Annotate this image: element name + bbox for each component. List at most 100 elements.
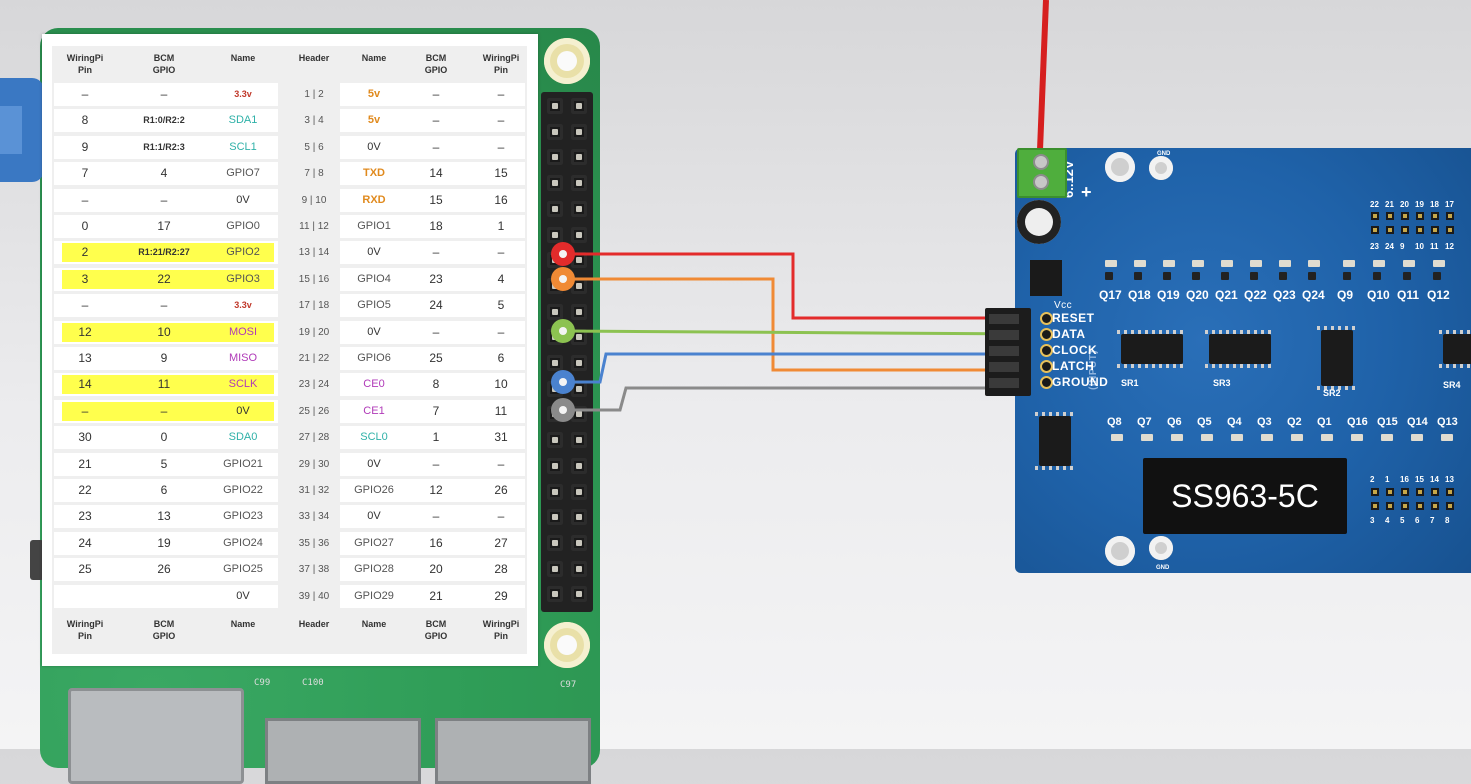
left-name-cell: 3.3v: [234, 300, 252, 311]
voltage-regulator: [1030, 260, 1062, 296]
transistor: [1134, 260, 1146, 267]
left-name-cell: 0V: [236, 404, 250, 417]
pin-number: 6: [1415, 516, 1420, 525]
pin-number: 11: [1430, 242, 1439, 251]
right-name-cell: 0V: [367, 246, 381, 259]
mount-hole: [1105, 536, 1135, 566]
left-bcm-cell: –: [160, 192, 168, 207]
right-name-cell: CE0: [363, 378, 385, 391]
right-wiringpi-cell: –: [497, 87, 505, 101]
row-right-bg: [340, 452, 525, 476]
left-wiringpi-cell: 21: [78, 456, 92, 471]
transistor: [1279, 260, 1291, 267]
screw: [1033, 174, 1049, 190]
right-bcm-cell: –: [432, 509, 440, 524]
header-pin: [1431, 226, 1439, 234]
transistor: [1381, 434, 1393, 441]
header-pin: [1431, 212, 1439, 220]
left-wiringpi-cell: 14: [78, 377, 92, 392]
header-pin: [1401, 226, 1409, 234]
left-name-cell: GPIO25: [223, 563, 263, 576]
q-label: Q19: [1157, 288, 1180, 302]
transistor: [1192, 260, 1204, 267]
transistor: [1279, 272, 1287, 280]
header-pins-cell: 27 | 28: [298, 432, 330, 444]
right-name-cell: SCL0: [360, 431, 388, 444]
row-highlight: [62, 375, 274, 395]
gpio-pin: [547, 355, 563, 371]
gpio-pin: [571, 277, 587, 294]
header-pins-cell: 1 | 2: [304, 89, 324, 100]
left-bcm-cell: R1:21/R2:27: [138, 247, 190, 258]
row-left-bg: [54, 426, 278, 450]
connector-slot: [989, 362, 1019, 372]
header-pins-cell: 39 | 40: [298, 590, 330, 602]
row-left-bg: [54, 531, 278, 555]
left-name-cell: GPIO22: [223, 484, 263, 496]
left-bcm-cell: R1:0/R2:2: [143, 115, 185, 126]
right-wiringpi-cell: –: [497, 245, 505, 260]
blue-plug: [0, 78, 44, 182]
row-highlight: [62, 322, 274, 342]
header-pin: [1371, 226, 1379, 234]
pin-number: 9: [1400, 242, 1405, 251]
row-right-bg: [340, 162, 525, 186]
q-label: Q18: [1128, 288, 1151, 302]
pin-number: 5: [1400, 516, 1405, 525]
connector-slot: [989, 314, 1019, 324]
header-pin: [1371, 212, 1379, 220]
gpio-pin: [547, 432, 563, 449]
header-pin: [1386, 212, 1394, 220]
right-bcm-cell: –: [432, 87, 440, 101]
column-header: Name: [361, 53, 387, 63]
gpio-pin: [547, 98, 563, 114]
header-pin: [1386, 502, 1394, 510]
header-pin: [1401, 502, 1409, 510]
right-wiringpi-cell: 31: [494, 430, 508, 445]
row-left-bg: [54, 109, 278, 133]
left-wiringpi-cell: 8: [81, 113, 89, 128]
transistor: [1201, 434, 1213, 441]
pin-number: 19: [1415, 200, 1424, 209]
shift-register-sr4: [1439, 330, 1471, 368]
row-right-bg: [340, 267, 525, 291]
left-bcm-cell: 22: [157, 271, 171, 286]
connector-slot: [989, 378, 1019, 388]
right-bcm-cell: 25: [429, 351, 443, 365]
gpio-pin: [547, 509, 563, 526]
column-header: Name: [361, 619, 387, 629]
wire-pin-ground: [551, 398, 575, 422]
data-pin-label: DATA: [1052, 327, 1086, 341]
input-pad: [1040, 312, 1053, 325]
q-label: Q12: [1427, 288, 1450, 302]
left-name-cell: GPIO21: [223, 457, 263, 470]
left-name-cell: MOSI: [228, 325, 258, 338]
transistor: [1343, 272, 1351, 280]
transistor: [1343, 260, 1355, 267]
wire-latch: [563, 277, 1030, 372]
left-name-cell: 3.3v: [234, 89, 252, 99]
left-bcm-cell: 10: [157, 324, 171, 339]
right-wiringpi-cell: 10: [494, 377, 508, 392]
gpio-pin: [571, 355, 587, 371]
left-wiringpi-cell: 30: [78, 430, 92, 445]
ss963-board: SS963-5C SR1 SR3 SR2 SR4 6..12V + GND GN…: [1015, 148, 1471, 573]
ic-chip: [1035, 412, 1075, 470]
header-pins-cell: 9 | 10: [301, 194, 327, 206]
transistor: [1163, 260, 1175, 267]
transistor: [1105, 272, 1113, 280]
transistor: [1221, 272, 1229, 280]
transistor: [1411, 434, 1423, 441]
transistor: [1403, 272, 1411, 280]
q-label: Q16: [1347, 416, 1368, 428]
mount-hole: [1149, 536, 1173, 560]
pin-number: 4: [1385, 516, 1390, 525]
header-pin: [1416, 488, 1424, 496]
sr1-label: SR1: [1121, 378, 1139, 388]
pin-number: 20: [1400, 200, 1409, 209]
pin-number: 13: [1445, 475, 1454, 484]
